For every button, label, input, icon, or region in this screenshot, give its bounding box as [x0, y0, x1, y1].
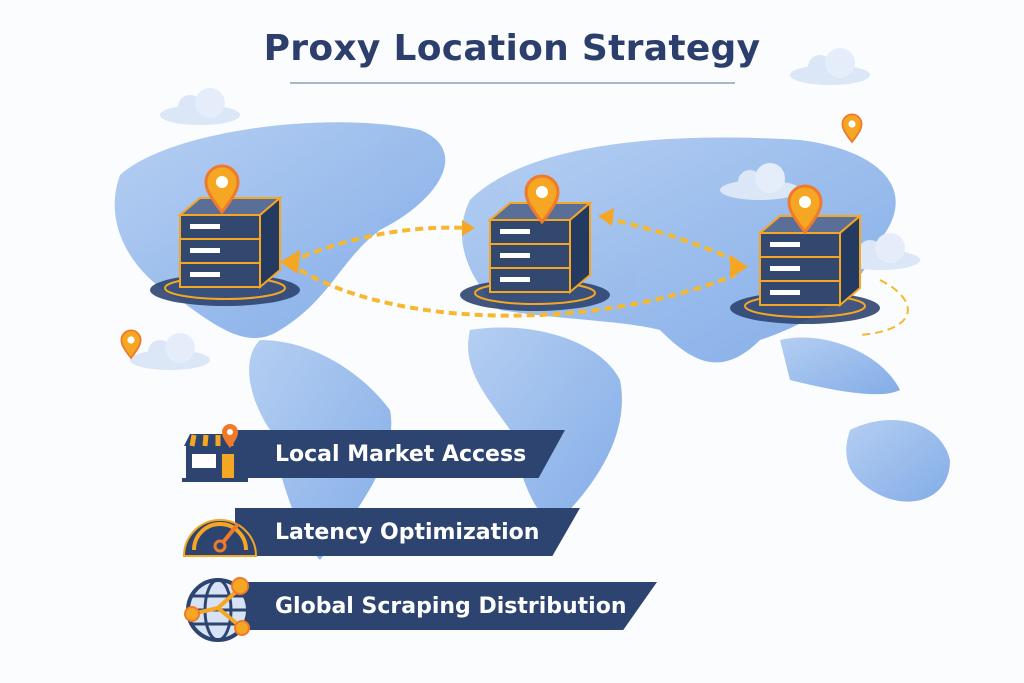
connection-arrows: [289, 216, 909, 336]
cloud: [160, 88, 240, 125]
feature-banner-distribution: Global Scraping Distribution: [235, 582, 657, 630]
cloud: [130, 333, 210, 370]
arrow-americas-europe: [289, 225, 471, 264]
feature-label: Local Market Access: [275, 441, 527, 467]
arrow-americas-asia: [298, 268, 736, 318]
page-title: Proxy Location Strategy: [263, 28, 761, 69]
speedometer-icon: [182, 519, 258, 557]
location-pin-icon: [841, 113, 863, 143]
globe-network-icon: [184, 577, 250, 642]
feature-label: Global Scraping Distribution: [275, 593, 627, 619]
storefront-icon: [182, 424, 248, 482]
arrow-europe-asia: [604, 216, 741, 264]
feature-label: Latency Optimization: [275, 519, 540, 545]
location-pin-icon: [120, 329, 142, 359]
feature-banner-latency: Latency Optimization: [235, 508, 580, 556]
feature-banner-local-market: Local Market Access: [235, 430, 565, 478]
title-divider: [290, 82, 735, 84]
